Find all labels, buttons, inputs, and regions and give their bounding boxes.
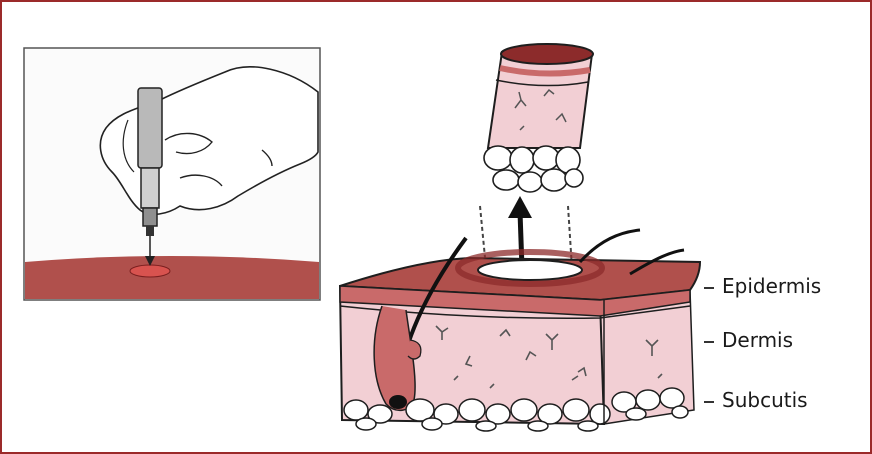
dermis-tick bbox=[704, 341, 714, 343]
label-epidermis: Epidermis bbox=[722, 274, 821, 298]
label-dermis: Dermis bbox=[722, 328, 793, 352]
label-subcutis: Subcutis bbox=[722, 388, 808, 412]
inset-panel bbox=[24, 48, 320, 300]
punch-site bbox=[130, 265, 170, 277]
punch-hole bbox=[478, 260, 582, 280]
skin-surface bbox=[25, 256, 319, 299]
epidermis-tick bbox=[704, 287, 714, 289]
subcutis-tick bbox=[704, 401, 714, 403]
